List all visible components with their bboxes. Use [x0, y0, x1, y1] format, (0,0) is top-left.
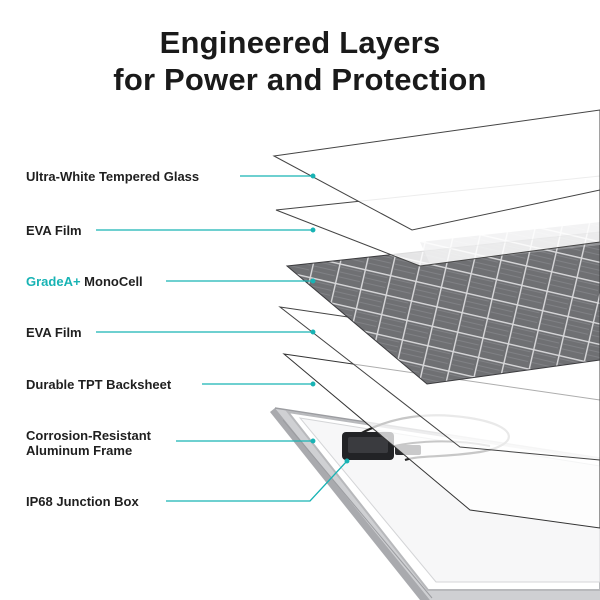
- label-tempered-glass: Ultra-White Tempered Glass: [26, 169, 200, 184]
- label-junction-box: IP68 Junction Box: [26, 494, 139, 509]
- leader-line-junction-box: [166, 460, 348, 502]
- label-eva-film-upper: EVA Film: [26, 223, 82, 238]
- label-aluminum-frame-line-2: Aluminum Frame: [26, 443, 133, 458]
- title-line-2: for Power and Protection: [113, 62, 487, 97]
- page-title: Engineered Layers for Power and Protecti…: [0, 24, 600, 98]
- label-aluminum-frame-line-1: Corrosion-Resistant: [26, 428, 151, 443]
- label-monocell-rest: MonoCell: [80, 274, 143, 289]
- tempered-glass-layer: [272, 109, 600, 231]
- label-eva-film-lower: EVA Film: [26, 325, 82, 340]
- title-line-1: Engineered Layers: [159, 25, 441, 60]
- label-monocell-accent: GradeA+: [26, 274, 81, 289]
- leader-lines: [96, 173, 350, 502]
- label-backsheet: Durable TPT Backsheet: [26, 377, 172, 392]
- label-aluminum-frame: Corrosion-Resistant Aluminum Frame: [26, 428, 151, 458]
- label-monocell: GradeA+ MonoCell: [26, 274, 143, 289]
